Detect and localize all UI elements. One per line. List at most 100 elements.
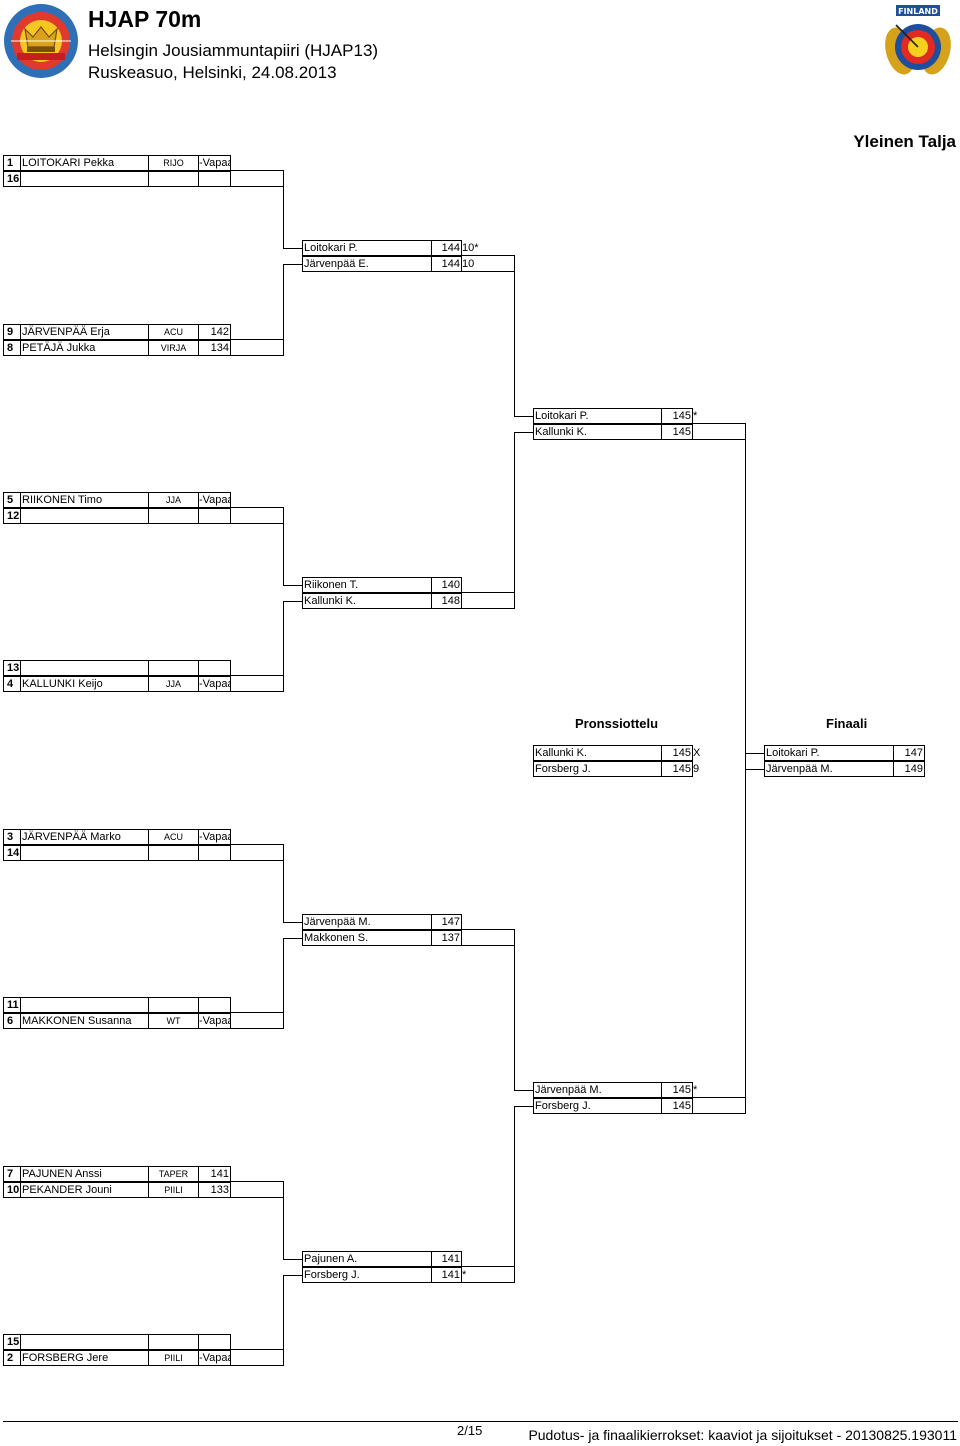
- entry-name: RIIKONEN Timo: [20, 492, 149, 508]
- final-match-name: Loitokari P.: [764, 745, 894, 761]
- bracket-connector: [693, 1113, 745, 1114]
- final-match-title: Finaali: [826, 716, 868, 731]
- entry-seed: 11: [3, 997, 21, 1013]
- quarterfinal-name: Kallunki K.: [302, 593, 432, 609]
- entry-score: [198, 508, 231, 524]
- semifinal-score: 145: [661, 424, 693, 440]
- bracket-connector: [745, 753, 746, 1098]
- entry-score: [198, 997, 231, 1013]
- entry-score: [198, 1334, 231, 1350]
- entry-name: JÄRVENPÄÄ Marko: [20, 829, 149, 845]
- bracket-connector: [230, 691, 284, 692]
- bracket-connector: [745, 424, 746, 769]
- entry-club: JJA: [148, 676, 199, 692]
- bracket-connector: [693, 439, 745, 440]
- entry-club: JJA: [148, 492, 199, 508]
- entry-club: ACU: [148, 324, 199, 340]
- quarterfinal-score: 137: [431, 930, 462, 946]
- bracket-connector: [283, 844, 284, 923]
- bracket-connector: [283, 938, 284, 1013]
- finland-logo-text: FINLAND: [898, 7, 938, 16]
- entry-score: 141: [198, 1166, 231, 1182]
- archery-finland-logo: FINLAND: [878, 3, 958, 83]
- bracket-connector: [462, 945, 514, 946]
- entry-name: [20, 660, 149, 676]
- entry-club: PIILI: [148, 1182, 199, 1198]
- bracket-connector: [230, 355, 284, 356]
- entry-name: PAJUNEN Anssi: [20, 1166, 149, 1182]
- quarterfinal-tiebreak: 10*: [462, 242, 479, 254]
- entry-seed: 5: [3, 492, 21, 508]
- bracket-connector: [230, 1349, 284, 1350]
- entry-club: [148, 660, 199, 676]
- bracket-connector: [462, 592, 514, 593]
- bracket-connector: [514, 432, 533, 433]
- semifinal-tiebreak: *: [693, 1084, 698, 1096]
- semifinal-name: Loitokari P.: [533, 408, 662, 424]
- class-title: Yleinen Talja: [853, 132, 956, 151]
- bracket-connector: [283, 248, 302, 249]
- quarterfinal-name: Järvenpää E.: [302, 256, 432, 272]
- entry-seed: 10: [3, 1182, 21, 1198]
- entry-seed: 14: [3, 845, 21, 861]
- quarterfinal-name: Pajunen A.: [302, 1251, 432, 1267]
- bracket-connector: [462, 1282, 514, 1283]
- entry-name: JÄRVENPÄÄ Erja: [20, 324, 149, 340]
- quarterfinal-score: 141: [431, 1267, 462, 1283]
- footer-divider: [3, 1421, 958, 1422]
- entry-club: VIRJA: [148, 340, 199, 356]
- bracket-connector: [283, 339, 284, 356]
- bracket-connector: [745, 769, 764, 770]
- entry-seed: 13: [3, 660, 21, 676]
- entry-club: WT: [148, 1013, 199, 1029]
- bronze-match-name: Kallunki K.: [533, 745, 662, 761]
- entry-seed: 2: [3, 1350, 21, 1366]
- bracket-connector: [693, 423, 745, 424]
- bracket-connector: [230, 1365, 284, 1366]
- quarterfinal-score: 140: [431, 577, 462, 593]
- quarterfinal-score: 141: [431, 1251, 462, 1267]
- entry-name: [20, 171, 149, 187]
- entry-name: LOITOKARI Pekka: [20, 155, 149, 171]
- event-title: HJAP 70m: [88, 6, 202, 32]
- bronze-match-score: 145: [661, 761, 693, 777]
- entry-name: [20, 845, 149, 861]
- entry-seed: 3: [3, 829, 21, 845]
- bronze-match-title: Pronssiottelu: [575, 716, 659, 731]
- final-match-score: 149: [893, 761, 925, 777]
- bronze-match-name: Forsberg J.: [533, 761, 662, 777]
- page-number: 2/15: [457, 1423, 483, 1438]
- entry-club: PIILI: [148, 1350, 199, 1366]
- quarterfinal-tiebreak: *: [462, 1269, 467, 1281]
- entry-club: ACU: [148, 829, 199, 845]
- semifinal-score: 145: [661, 1098, 693, 1114]
- bracket-connector: [230, 170, 284, 171]
- entry-score: -Vapaa-: [198, 155, 231, 171]
- bracket-connector: [230, 1197, 284, 1198]
- bracket-connector: [283, 938, 302, 939]
- entry-seed: 12: [3, 508, 21, 524]
- entry-club: TAPER: [148, 1166, 199, 1182]
- entry-score: 133: [198, 1182, 231, 1198]
- bracket-connector: [283, 601, 284, 676]
- entry-score: -Vapaa-: [198, 1350, 231, 1366]
- entry-name: MAKKONEN Susanna: [20, 1013, 149, 1029]
- entry-club: [148, 508, 199, 524]
- quarterfinal-name: Forsberg J.: [302, 1267, 432, 1283]
- entry-seed: 16: [3, 171, 21, 187]
- entry-score: -Vapaa-: [198, 492, 231, 508]
- bracket-connector: [230, 860, 284, 861]
- bracket-connector: [283, 1181, 284, 1260]
- bracket-connector: [514, 1090, 533, 1091]
- bracket-connector: [514, 937, 515, 1091]
- event-place-date: Ruskeasuo, Helsinki, 24.08.2013: [88, 63, 337, 82]
- quarterfinal-tiebreak: 10: [462, 258, 475, 270]
- bracket-connector: [283, 922, 302, 923]
- bracket-connector: [462, 1266, 514, 1267]
- bracket-connector: [283, 1275, 302, 1276]
- hjap-logo: [3, 3, 79, 79]
- bracket-connector: [230, 844, 284, 845]
- bracket-connector: [230, 675, 284, 676]
- entry-club: [148, 997, 199, 1013]
- bracket-connector: [283, 264, 284, 340]
